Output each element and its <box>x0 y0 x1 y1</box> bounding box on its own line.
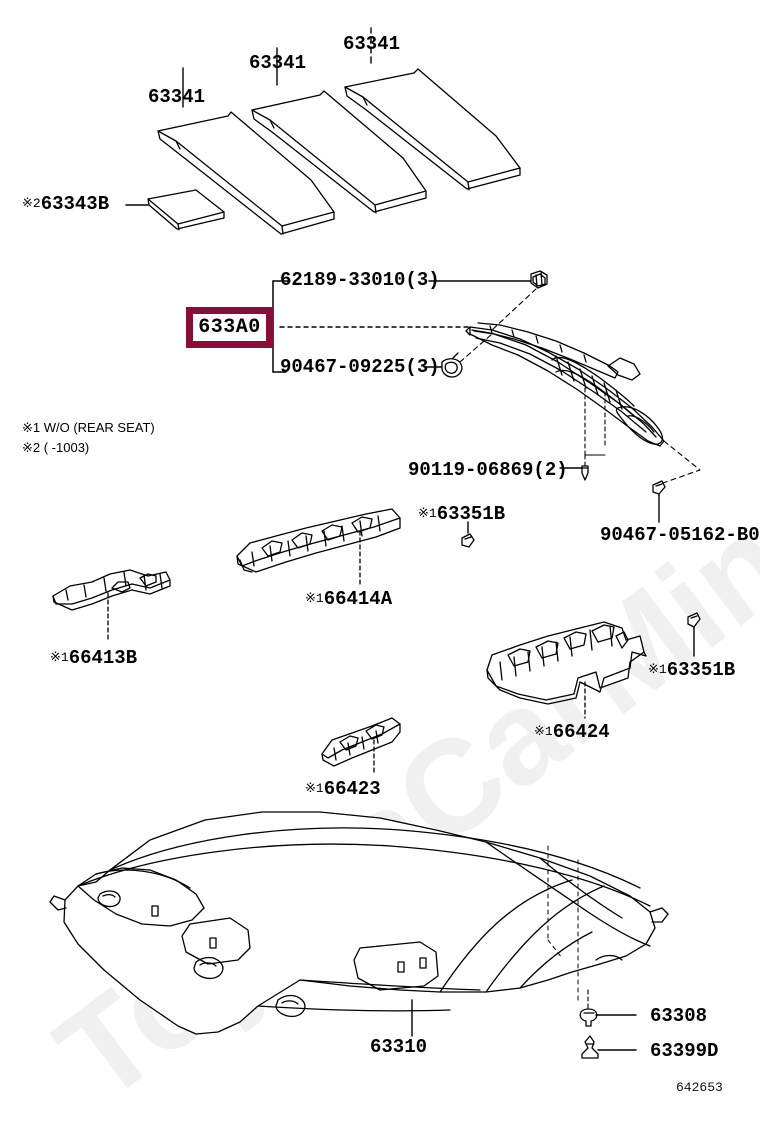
legend-note-1: ※1 W/O (REAR SEAT) <box>22 420 155 435</box>
label-clip-62189: 62189-33010(3) <box>280 269 440 291</box>
label-silencer-2: 63341 <box>249 52 307 74</box>
label-clip-90467-09225: 90467-09225(3) <box>280 356 440 378</box>
diagram-number: 642653 <box>676 1080 723 1095</box>
highlight-box-633a0 <box>186 307 273 348</box>
label-silencer-3: 63341 <box>343 33 401 55</box>
label-clip-90467-05162: 90467-05162-B0 <box>600 524 760 546</box>
mark-ref-1-e: ※1 <box>534 724 553 739</box>
label-roof-rail-633a0: 633A0 <box>198 316 261 339</box>
label-clip-63399d: 63399D <box>650 1040 719 1062</box>
label-clip-63351b-lower-number: 63351B <box>666 659 736 681</box>
label-bracket-66414a-number: 66414A <box>323 588 393 610</box>
label-bracket-66423: ※166423 <box>305 778 381 800</box>
label-bracket-66413b-number: 66413B <box>68 647 138 669</box>
label-clip-63351b-lower: ※163351B <box>648 659 735 681</box>
label-bracket-66423-number: 66423 <box>323 778 381 800</box>
label-clip-63351b-upper: ※163351B <box>418 503 505 525</box>
label-clip-63308: 63308 <box>650 1005 708 1027</box>
label-pad-63343b: ※263343B <box>22 193 109 215</box>
mark-ref-2: ※2 <box>22 196 41 211</box>
mark-ref-1-d: ※1 <box>648 662 667 677</box>
mark-ref-1-a: ※1 <box>418 506 437 521</box>
label-bracket-66414a: ※166414A <box>305 588 392 610</box>
mark-ref-1-c: ※1 <box>50 650 69 665</box>
label-silencer-1: 63341 <box>148 86 206 108</box>
mark-ref-1-b: ※1 <box>305 591 324 606</box>
label-clip-63351b-upper-number: 63351B <box>436 503 506 525</box>
label-bolt-90119: 90119-06869(2) <box>408 459 568 481</box>
label-bracket-66424: ※166424 <box>534 721 610 743</box>
label-pad-63343b-number: 63343B <box>40 193 110 215</box>
mark-ref-1-f: ※1 <box>305 781 324 796</box>
legend-note-2: ※2 ( -1003) <box>22 440 90 455</box>
label-bracket-66413b: ※166413B <box>50 647 137 669</box>
label-bracket-66424-number: 66424 <box>552 721 610 743</box>
label-headliner-63310: 63310 <box>370 1036 428 1058</box>
